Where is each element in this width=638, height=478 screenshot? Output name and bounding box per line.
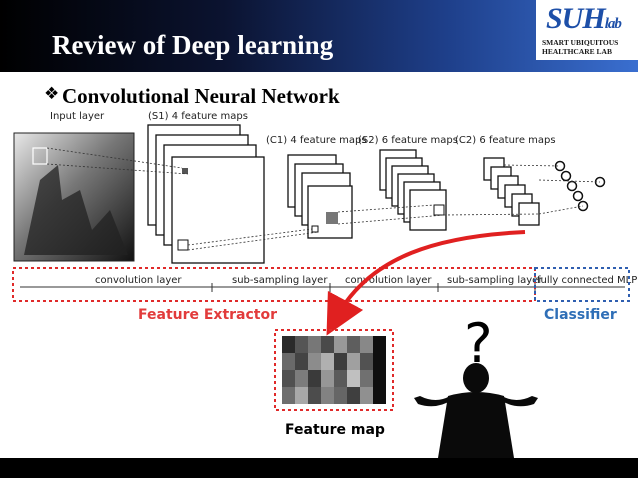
mlp-nodes xyxy=(554,160,606,212)
page-title: Review of Deep learning xyxy=(52,30,334,60)
logo-mark: SUHlab xyxy=(546,2,622,35)
input-layer-label: Input layer xyxy=(50,111,105,122)
stage-label: convolution layer xyxy=(95,275,182,286)
stage-label: sub-sampling layer xyxy=(232,275,328,286)
c2-label: (C2) 6 feature maps xyxy=(455,135,556,146)
classifier-label: Classifier xyxy=(544,307,617,323)
classifier-box xyxy=(534,267,630,302)
stage-label: sub-sampling layer xyxy=(447,275,543,286)
c1-feature-stack xyxy=(287,154,353,239)
input-image xyxy=(13,132,135,262)
feature-extractor-label: Feature Extractor xyxy=(138,307,278,323)
confused-person-icon: ? xyxy=(414,312,538,458)
s2-feature-stack xyxy=(379,149,447,231)
header-bar: Review of Deep learning SUHlab SMART UBI… xyxy=(0,0,638,72)
c1-label: (C1) 4 feature maps xyxy=(266,135,367,146)
s2-label: (S2) 6 feature maps xyxy=(358,135,458,146)
lab-logo: SUHlab SMART UBIQUITOUS HEALTHCARE LAB xyxy=(536,0,638,60)
stage-bar: convolution layer sub-sampling layer con… xyxy=(20,275,637,292)
feature-map-box xyxy=(274,329,394,411)
section-subtitle: Convolutional Neural Network xyxy=(62,84,340,108)
connector-lines xyxy=(46,147,601,251)
red-arrow xyxy=(326,230,526,336)
logo-line-1: SMART UBIQUITOUS xyxy=(542,38,619,47)
s1-feature-stack xyxy=(147,124,265,264)
s1-label: (S1) 4 feature maps xyxy=(148,111,248,122)
stage-label: fully connected MLP xyxy=(537,275,637,286)
logo-line-2: HEALTHCARE LAB xyxy=(542,47,612,56)
stage-label: convolution layer xyxy=(345,275,432,286)
feature-extractor-box xyxy=(12,267,536,302)
c2-feature-stack xyxy=(483,157,540,226)
bullet-icon: ❖ xyxy=(44,84,60,104)
feature-map-image xyxy=(282,336,386,404)
footer-bar xyxy=(0,458,638,478)
feature-map-label: Feature map xyxy=(285,422,385,438)
